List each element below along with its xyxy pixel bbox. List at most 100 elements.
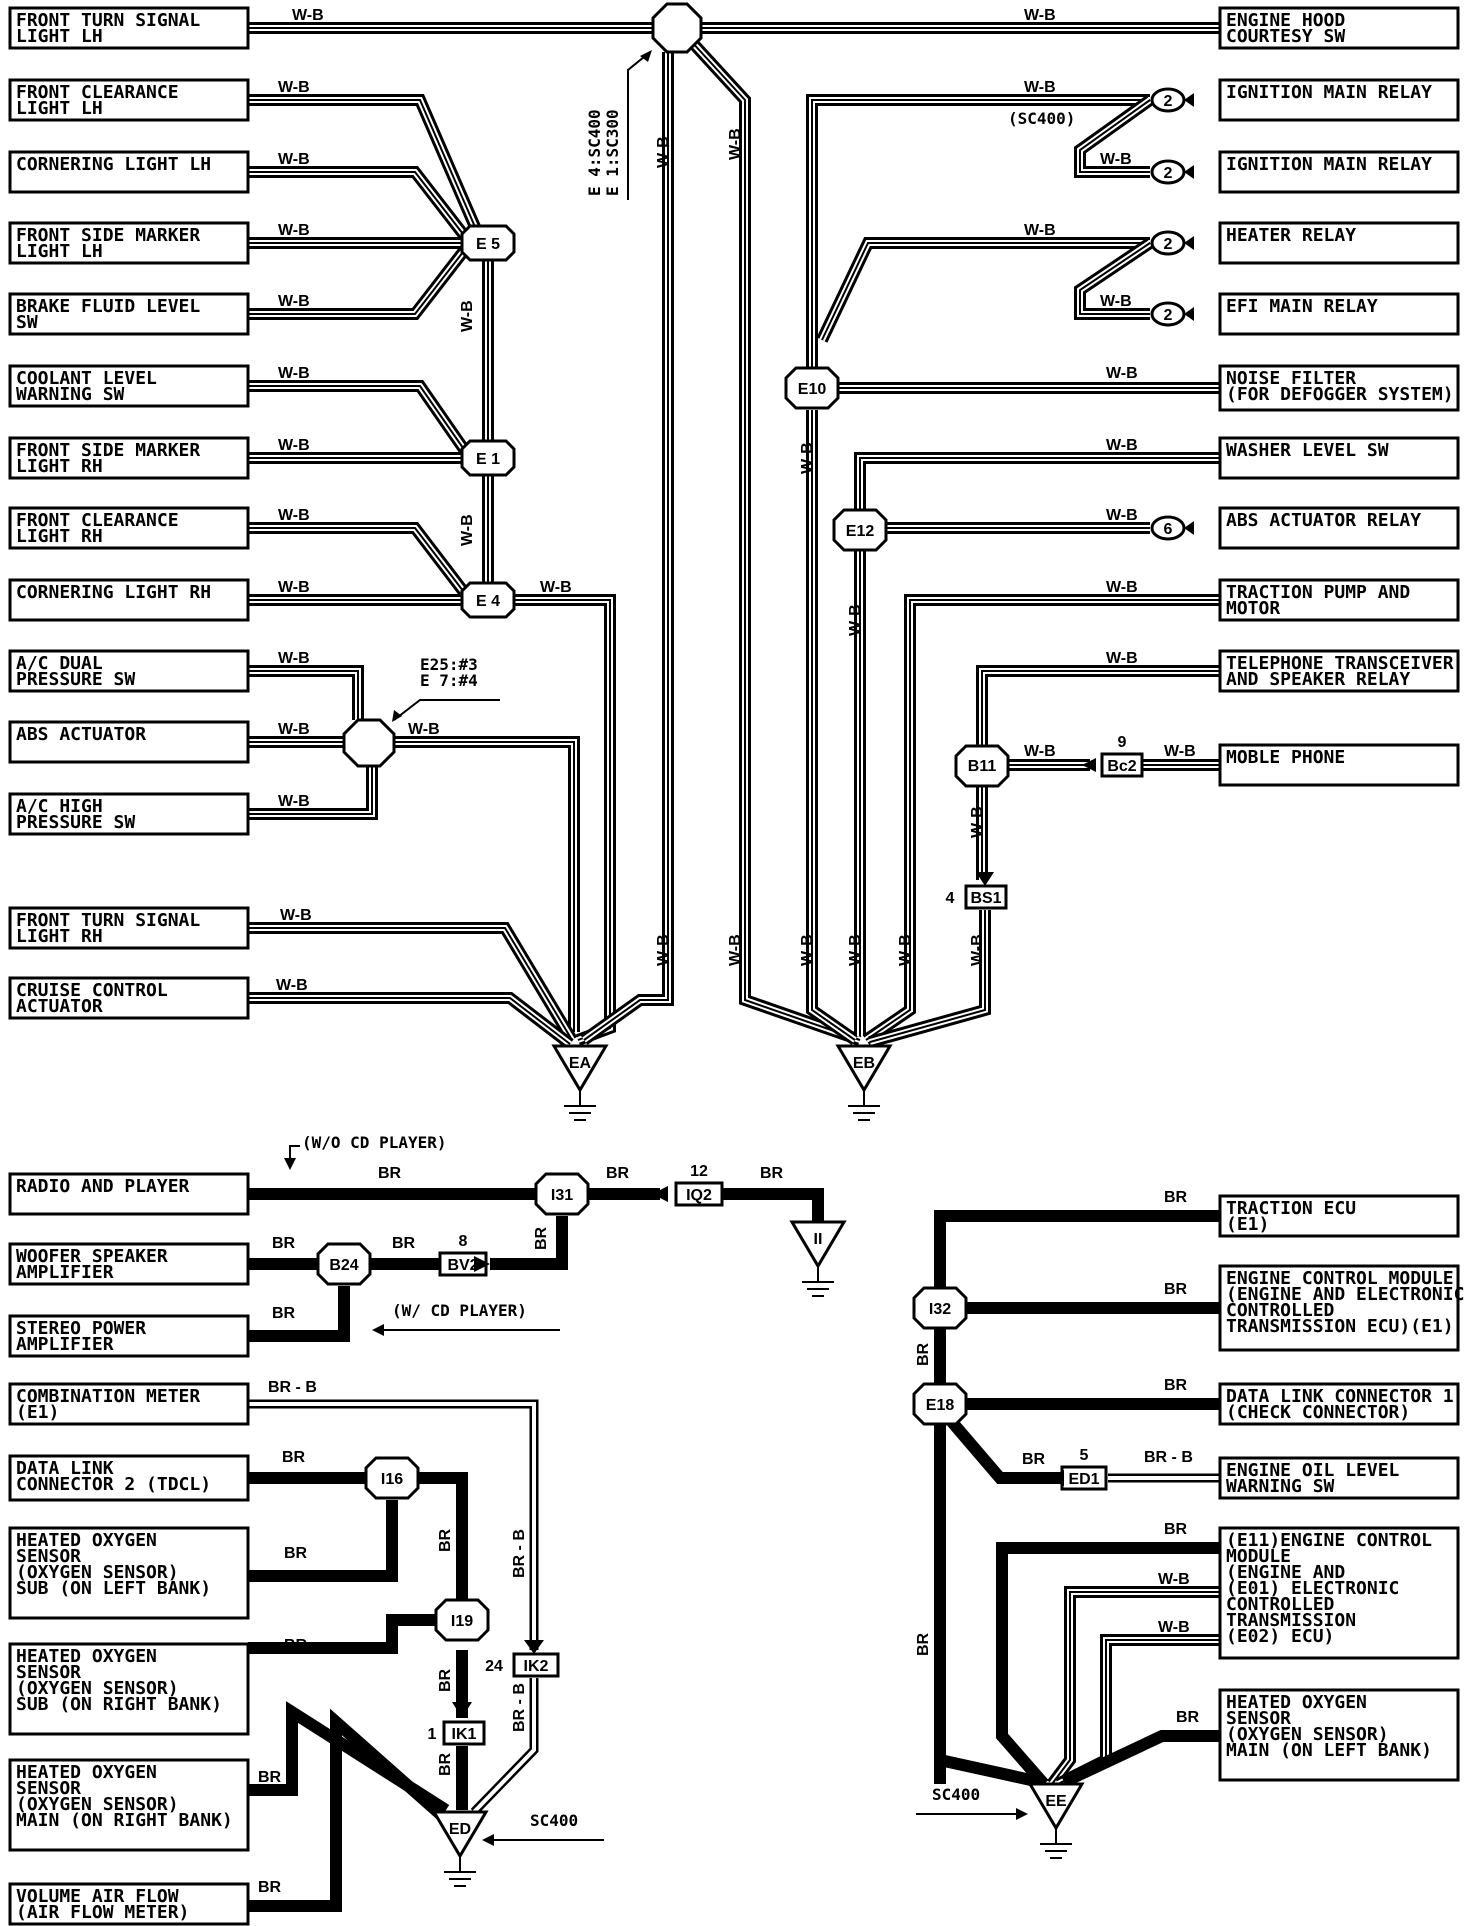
note-sc400-ed: SC400 <box>530 1811 578 1830</box>
wire-label: W-B <box>278 793 310 810</box>
br-wire-hom-right <box>248 1701 450 1816</box>
component-label: PRESSURE SW <box>16 669 135 690</box>
component-box: HEATER RELAY <box>1218 221 1460 265</box>
wb-wire-cruise <box>248 992 574 1049</box>
br-wire-i31-bv2 <box>490 1216 568 1270</box>
wire-label: W-B <box>1024 7 1056 24</box>
wire-label: BR <box>1164 1189 1188 1206</box>
wire-label: W-B <box>280 907 312 924</box>
component-label: IGNITION MAIN RELAY <box>1226 82 1432 103</box>
wire-label: BR <box>284 1637 308 1654</box>
wire-label: W-B <box>278 222 310 239</box>
wire-label: BR <box>915 1632 932 1656</box>
component-label: (OXYGEN SENSOR) <box>16 1678 179 1699</box>
ground-ee: EE <box>1027 1782 1085 1859</box>
component-label: FRONT CLEARANCE <box>16 510 179 531</box>
wire-label: W-B <box>1100 151 1132 168</box>
component-box: CORNERING LIGHT RH <box>8 578 250 622</box>
wire-label: BR - B <box>511 1683 528 1732</box>
pin-ign-relay-2: 2 <box>1150 159 1194 185</box>
component-label: (CHECK CONNECTOR) <box>1226 1402 1410 1423</box>
wire-label: W-B <box>1106 437 1138 454</box>
wire-label: BR <box>258 1769 282 1786</box>
ground-ea-label: EA <box>569 1055 592 1072</box>
component-label: FRONT TURN SIGNAL <box>16 10 200 31</box>
wire-label: W-B <box>278 365 310 382</box>
component-label: ACTUATOR <box>16 996 103 1017</box>
connector-bc2-label: Bc2 <box>1107 758 1136 775</box>
br-wire-e11 <box>996 1542 1220 1788</box>
junction-e4-label: E 4 <box>476 593 500 610</box>
component-label: (OXYGEN SENSOR) <box>16 1794 179 1815</box>
component-label: (E1) <box>1226 1214 1269 1235</box>
wire-label: W-B <box>1024 79 1056 96</box>
component-box: (E11)ENGINE CONTROL MODULE (ENGINE AND(E… <box>1218 1526 1460 1660</box>
wire-label: W-B <box>459 300 476 332</box>
component-label: COURTESY SW <box>1226 26 1345 47</box>
wb-wire-corner-lh <box>248 166 475 247</box>
component-label: WARNING SW <box>1226 1476 1335 1497</box>
component-label: SENSOR <box>16 1546 81 1567</box>
connector-ik1: IK1 1 <box>428 1720 486 1746</box>
note-sc400-ee: SC400 <box>932 1785 980 1804</box>
wire-label: BR <box>437 1752 454 1776</box>
wb-wire-brake <box>248 239 475 320</box>
component-label: CORNERING LIGHT RH <box>16 582 211 603</box>
junction-e5: E 5 <box>460 224 516 262</box>
component-box: VOLUME AIR FLOW(AIR FLOW METER) <box>8 1882 250 1926</box>
wire-label: BR <box>282 1449 306 1466</box>
br-wire-e18-ed1 <box>947 1418 1060 1484</box>
component-label: HEATED OXYGEN <box>16 1646 157 1667</box>
component-label: (E1) <box>16 1402 59 1423</box>
wire-label: W-B <box>897 934 914 966</box>
junction-e5-label: E 5 <box>476 236 500 253</box>
note-w-cd: (W/ CD PLAYER) <box>392 1301 527 1320</box>
wire-label: W-B <box>278 507 310 524</box>
wire-label: W-B <box>847 604 864 636</box>
note-sc400-paren: (SC400) <box>1008 109 1075 128</box>
br-wire-e18-ee <box>934 1426 1042 1788</box>
wire-label: W-B <box>1106 650 1138 667</box>
component-label: VOLUME AIR FLOW <box>16 1886 179 1907</box>
component-label: ENGINE CONTROL MODULE <box>1226 1268 1454 1289</box>
component-label: ABS ACTUATOR RELAY <box>1226 510 1421 531</box>
connector-ed1-label: ED1 <box>1068 1471 1099 1488</box>
component-label: ENGINE OIL LEVEL <box>1226 1460 1400 1481</box>
component-label: SUB (ON RIGHT BANK) <box>16 1694 222 1715</box>
junction-i16: I16 <box>364 1456 420 1500</box>
component-label: (ENGINE AND ELECTRONIC <box>1226 1284 1464 1305</box>
component-label: COOLANT LEVEL <box>16 368 157 389</box>
wire-label: W-B <box>655 934 672 966</box>
wire-label: BR <box>1164 1281 1188 1298</box>
component-label: SW <box>16 312 38 333</box>
component-box: ENGINE CONTROL MODULE(ENGINE AND ELECTRO… <box>1218 1264 1464 1352</box>
ground-ed: ED <box>431 1810 489 1887</box>
wire-label: W-B <box>278 151 310 168</box>
connector-ik2-pin: 24 <box>485 1658 503 1675</box>
ground-ea: EA <box>551 1044 609 1121</box>
component-label: CORNERING LIGHT LH <box>16 154 211 175</box>
wire-label: BR <box>392 1235 416 1252</box>
ground-ii-label: II <box>814 1231 823 1248</box>
junction-i31: I31 <box>534 1172 590 1216</box>
wire-label: BR <box>437 1668 454 1692</box>
junction-e12-label: E12 <box>846 523 875 540</box>
wire-label: BR <box>606 1165 630 1182</box>
component-label: BRAKE FLUID LEVEL <box>16 296 200 317</box>
component-label: (ENGINE AND <box>1226 1562 1345 1583</box>
wire-label: W-B <box>278 293 310 310</box>
component-label: NOISE FILTER <box>1226 368 1356 389</box>
connector-bv2-label: BV2 <box>447 1257 478 1274</box>
wire-label: W-B <box>1100 293 1132 310</box>
wire-label: BR <box>272 1305 296 1322</box>
component-label: STEREO POWER <box>16 1318 146 1339</box>
ground-eb: EB <box>835 1044 893 1121</box>
component-label: (OXYGEN SENSOR) <box>1226 1724 1389 1745</box>
wire-label: W-B <box>1024 743 1056 760</box>
